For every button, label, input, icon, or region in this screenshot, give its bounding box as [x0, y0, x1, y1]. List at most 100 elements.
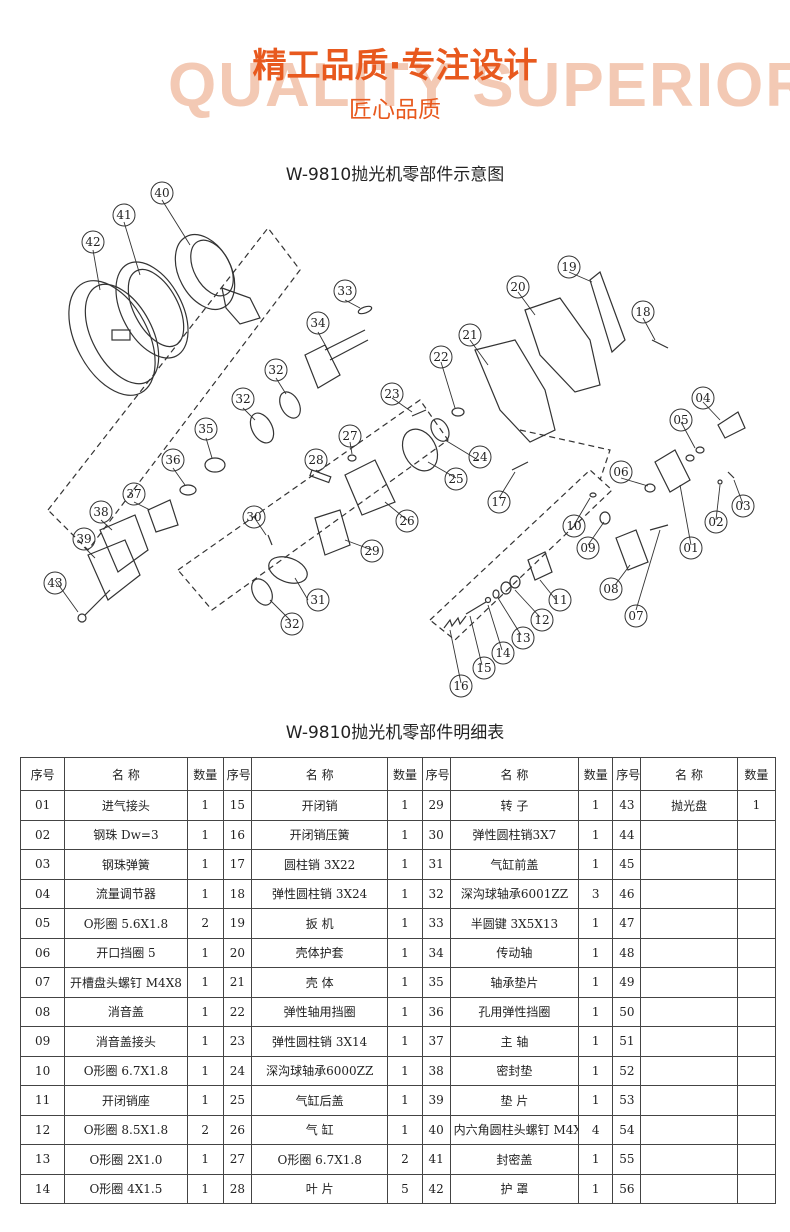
part-11-valve-seat — [527, 551, 553, 581]
callout-label: 39 — [76, 532, 91, 546]
part-14-o-ring — [484, 596, 492, 604]
seq-cell: 09 — [19, 1026, 66, 1057]
seq-cell: 32 — [421, 878, 451, 909]
qty-cell: 1 — [578, 1085, 614, 1116]
name-cell: 内六角圆柱头螺钉 M4X12 — [449, 1114, 580, 1145]
callout-label: 30 — [246, 510, 261, 524]
name-cell: 传动轴 — [449, 937, 580, 968]
callout-34 — [306, 311, 330, 335]
qty-cell: 1 — [387, 849, 423, 880]
seq-cell: 17 — [222, 849, 252, 880]
name-cell: 圆柱销 3X22 — [250, 849, 389, 880]
qty-cell — [736, 1055, 777, 1086]
seq-cell: 51 — [612, 1026, 642, 1057]
qty-cell: 1 — [387, 908, 423, 939]
part-19-trigger — [589, 271, 626, 354]
header-seq: 序号 — [19, 757, 66, 791]
callout-23 — [380, 382, 404, 406]
name-cell: 开闭销 — [250, 790, 389, 821]
part-32-bearing — [249, 412, 275, 444]
callout-label: 26 — [399, 514, 414, 528]
callout-18 — [631, 300, 655, 324]
seq-cell: 14 — [19, 1173, 66, 1204]
callout-label: 05 — [673, 413, 688, 427]
part-07-screw — [649, 524, 669, 531]
part-06-snap-ring — [644, 483, 656, 493]
callout-35 — [194, 417, 218, 441]
seq-cell: 16 — [222, 819, 252, 850]
name-cell: O形圈 4X1.5 — [64, 1173, 188, 1204]
seq-cell: 26 — [222, 1114, 252, 1145]
header-seq: 序号 — [612, 757, 642, 791]
seq-cell: 53 — [612, 1085, 642, 1116]
name-cell — [640, 967, 738, 998]
part-28-vane — [309, 469, 332, 484]
qty-cell: 1 — [186, 996, 224, 1027]
seq-cell: 01 — [19, 790, 66, 821]
parts-table: 序号 名 称 数量 序号 名 称 数量 序号 名 称 数量 序号 名 称 数量 … — [19, 757, 777, 1204]
callout-label: 36 — [165, 453, 180, 467]
seq-cell: 19 — [222, 908, 252, 939]
callout-label: 35 — [198, 422, 213, 436]
name-cell: 气 缸 — [250, 1114, 389, 1145]
callout-20 — [506, 275, 530, 299]
table-header-row: 序号 名 称 数量 序号 名 称 数量 序号 名 称 数量 序号 名 称 数量 — [19, 757, 777, 791]
callout-label: 37 — [126, 487, 141, 501]
seq-cell: 22 — [222, 996, 252, 1027]
name-cell: 孔用弹性挡圈 — [449, 996, 580, 1027]
seq-cell: 42 — [421, 1173, 451, 1204]
banner-subtitle: 匠心品质 — [349, 97, 441, 123]
exploded-parts-diagram: 40 41 42 33 34 32 32 35 36 37 38 39 40 3… — [43, 181, 755, 698]
name-cell: 壳 体 — [250, 967, 389, 998]
callout-38 — [89, 500, 113, 524]
part-15-valve-pin — [465, 601, 487, 615]
seq-cell: 24 — [222, 1055, 252, 1086]
callout-19 — [557, 255, 581, 279]
qty-cell: 1 — [387, 1085, 423, 1116]
qty-cell: 1 — [387, 1026, 423, 1057]
part-16-valve-spring — [443, 615, 467, 629]
name-cell: 流量调节器 — [64, 878, 188, 909]
callout-15 — [472, 656, 496, 680]
qty-cell — [736, 1085, 777, 1116]
seq-cell: 15 — [222, 790, 252, 821]
seq-cell: 08 — [19, 996, 66, 1027]
callout-39 — [72, 527, 96, 551]
callout-32c — [280, 612, 304, 636]
part-36-circlip — [179, 484, 197, 496]
qty-cell — [736, 1144, 777, 1175]
callout-label: 14 — [495, 646, 511, 660]
seq-cell: 49 — [612, 967, 642, 998]
part-32-bearing — [251, 578, 273, 606]
part-12-o-ring — [500, 581, 512, 595]
part-02-steel-ball — [717, 479, 723, 485]
part-13-o-ring — [492, 589, 500, 599]
header-name: 名 称 — [640, 757, 738, 791]
name-cell — [640, 1114, 738, 1145]
callout-label: 04 — [695, 391, 711, 405]
callout-43 — [81, 230, 105, 254]
name-cell — [640, 1026, 738, 1057]
callout-label: 20 — [510, 280, 525, 294]
seq-cell: 43 — [612, 790, 642, 821]
qty-cell: 1 — [186, 849, 224, 880]
part-38-gasket — [99, 514, 149, 573]
callout-label: 40 — [154, 186, 169, 200]
part-31-front-cover — [268, 556, 308, 584]
callout-label: 32 — [235, 392, 250, 406]
seq-cell: 50 — [612, 996, 642, 1027]
seq-cell: 18 — [222, 878, 252, 909]
qty-cell: 1 — [578, 996, 614, 1027]
part-20-housing-sleeve — [524, 297, 601, 393]
callout-17 — [487, 490, 511, 514]
part-35-washer — [204, 457, 226, 473]
name-cell: 开槽盘头螺钉 M4X8 — [64, 967, 188, 998]
callout-label: 11 — [552, 593, 567, 607]
